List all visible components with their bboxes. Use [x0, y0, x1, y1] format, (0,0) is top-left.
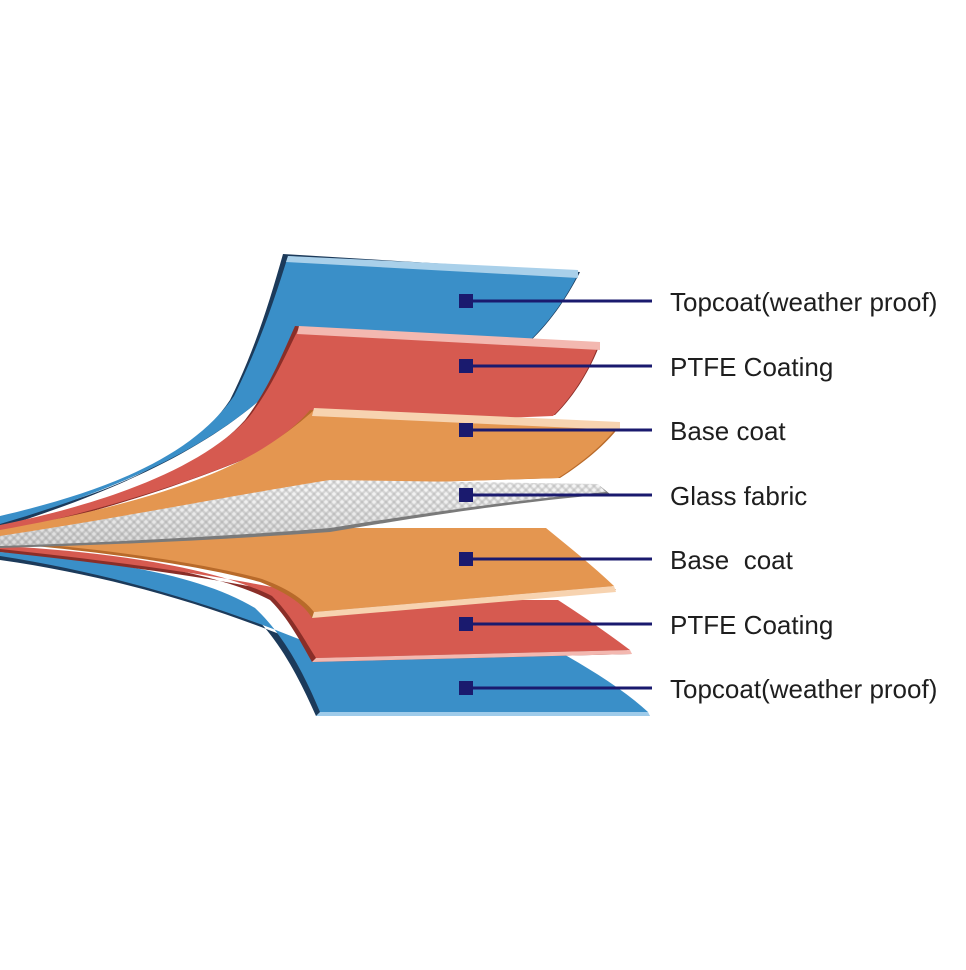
label-ptfe-bottom: PTFE Coating	[670, 610, 833, 640]
callout-1: Topcoat(weather proof)	[459, 287, 937, 317]
layer-glass-fabric	[0, 480, 610, 548]
layer-top-topcoat	[0, 254, 580, 528]
label-topcoat-top: Topcoat(weather proof)	[670, 287, 937, 317]
callout-6: PTFE Coating	[459, 610, 833, 640]
callouts: Topcoat(weather proof) PTFE Coating Base…	[459, 287, 937, 704]
callout-7: Topcoat(weather proof)	[459, 674, 937, 704]
label-basecoat-top: Base coat	[670, 416, 786, 446]
callout-3: Base coat	[459, 416, 786, 446]
layer-bottom-topcoat	[0, 552, 650, 716]
label-basecoat-bottom: Base coat	[670, 545, 794, 575]
label-glass-fabric: Glass fabric	[670, 481, 807, 511]
callout-4: Glass fabric	[459, 481, 807, 511]
layer-top-basecoat	[0, 408, 620, 540]
callout-2: PTFE Coating	[459, 352, 833, 382]
label-ptfe-top: PTFE Coating	[670, 352, 833, 382]
callout-5: Base coat	[459, 545, 794, 575]
label-topcoat-bottom: Topcoat(weather proof)	[670, 674, 937, 704]
